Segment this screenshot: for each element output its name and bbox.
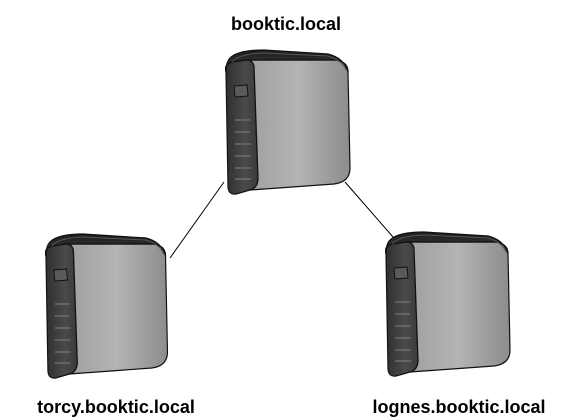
link-root-right bbox=[344, 181, 401, 246]
node-label-torcy-booktic-local: torcy.booktic.local bbox=[37, 397, 195, 417]
server-icon bbox=[44, 233, 169, 379]
node-label-booktic-local: booktic.local bbox=[231, 14, 341, 34]
node-label-lognes-booktic-local: lognes.booktic.local bbox=[372, 397, 545, 417]
link-root-left bbox=[169, 181, 225, 259]
server-icon bbox=[385, 231, 511, 377]
server-node-booktic-local[interactable]: booktic.local bbox=[225, 14, 351, 195]
server-node-torcy-booktic-local[interactable]: torcy.booktic.local bbox=[37, 233, 195, 417]
server-icon bbox=[225, 49, 351, 195]
server-node-lognes-booktic-local[interactable]: lognes.booktic.local bbox=[372, 231, 546, 417]
